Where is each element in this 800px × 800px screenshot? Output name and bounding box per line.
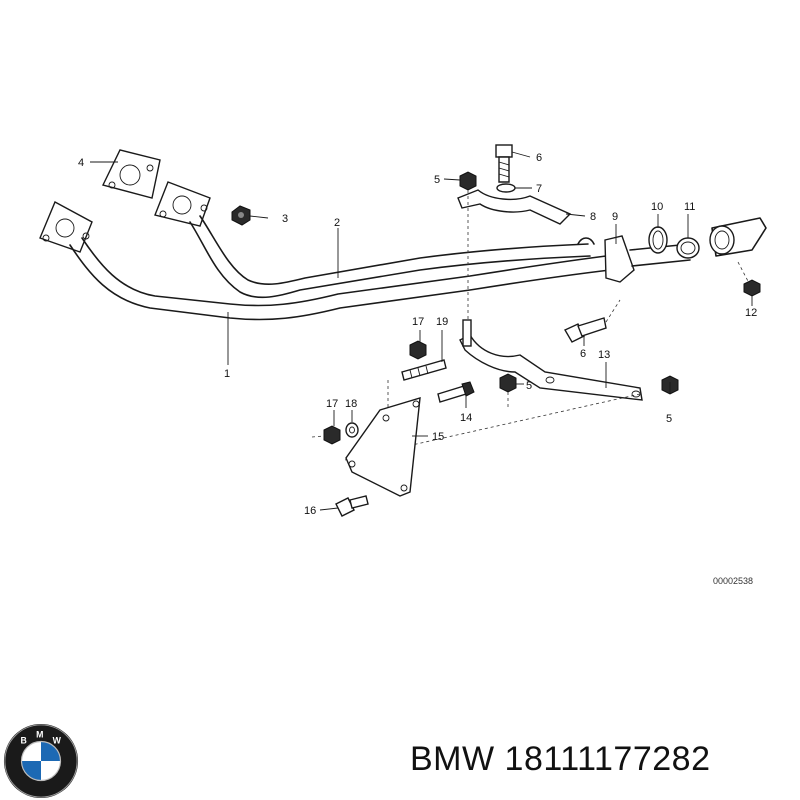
brand-name: BMW	[410, 740, 495, 778]
callout-17-lower: 17	[326, 398, 338, 410]
callout-2: 2	[334, 217, 340, 229]
callout-1: 1	[224, 368, 230, 380]
pipe-1	[69, 237, 611, 321]
bolt-14	[437, 381, 475, 403]
bolt-16	[335, 495, 369, 517]
stud-bolt	[401, 359, 447, 381]
callout-3: 3	[282, 213, 288, 225]
nut-5-upper	[459, 171, 477, 191]
washer-7	[496, 183, 516, 193]
bolt-19	[462, 319, 472, 347]
bolt-6-lower	[564, 299, 621, 343]
callout-18: 18	[345, 398, 357, 410]
callout-15: 15	[432, 431, 444, 443]
flange-left	[39, 201, 93, 253]
gasket-part	[101, 149, 161, 199]
callout-17-upper: 17	[412, 316, 424, 328]
flange-upper	[154, 181, 211, 227]
pipe-2	[189, 215, 591, 299]
nut-17-lower	[323, 425, 341, 445]
bolt-6-upper	[495, 144, 513, 183]
nut-17-upper	[409, 340, 427, 360]
nut-3	[231, 205, 251, 226]
diagram-reference-number: 00002538	[713, 576, 753, 586]
callout-10: 10	[651, 201, 663, 213]
lower-bracket-13	[459, 334, 643, 401]
callout-19: 19	[436, 316, 448, 328]
callout-6-upper: 6	[536, 152, 542, 164]
callout-7: 7	[536, 183, 542, 195]
mounting-plate-15	[345, 397, 421, 497]
callout-14: 14	[460, 412, 472, 424]
upper-bracket-8	[457, 189, 572, 225]
callout-5-right: 5	[666, 413, 672, 425]
callout-5-mid: 5	[526, 380, 532, 392]
callout-8: 8	[590, 211, 596, 223]
callout-13: 13	[598, 349, 610, 361]
rear-pipe	[709, 217, 767, 286]
callout-9: 9	[612, 211, 618, 223]
nut-5-lower	[499, 373, 517, 393]
logo-letter-m: M	[36, 730, 43, 740]
collector-outlet	[577, 235, 691, 283]
callout-16: 16	[304, 505, 316, 517]
brand-part-number: BMW 18111177282	[410, 740, 710, 779]
logo-letter-w: W	[53, 735, 62, 745]
sealing-ring-11	[676, 237, 700, 259]
callout-11: 11	[684, 201, 695, 213]
leader-lines	[90, 151, 753, 511]
sealing-ring-10	[648, 226, 668, 254]
logo-letter-b: B	[21, 735, 27, 745]
part-number: 18111177282	[504, 740, 711, 778]
callout-6-lower: 6	[580, 348, 586, 360]
nut-12	[743, 279, 761, 297]
callout-4: 4	[78, 157, 84, 169]
callout-labels: 4 3 2 1 5 6 7 8 9 10 11 12 6 13 5 5 17 1…	[78, 152, 757, 517]
callout-5-upper: 5	[434, 174, 440, 186]
washer-18	[345, 422, 359, 438]
bmw-logo: B M W	[3, 723, 79, 799]
callout-12: 12	[745, 307, 757, 319]
